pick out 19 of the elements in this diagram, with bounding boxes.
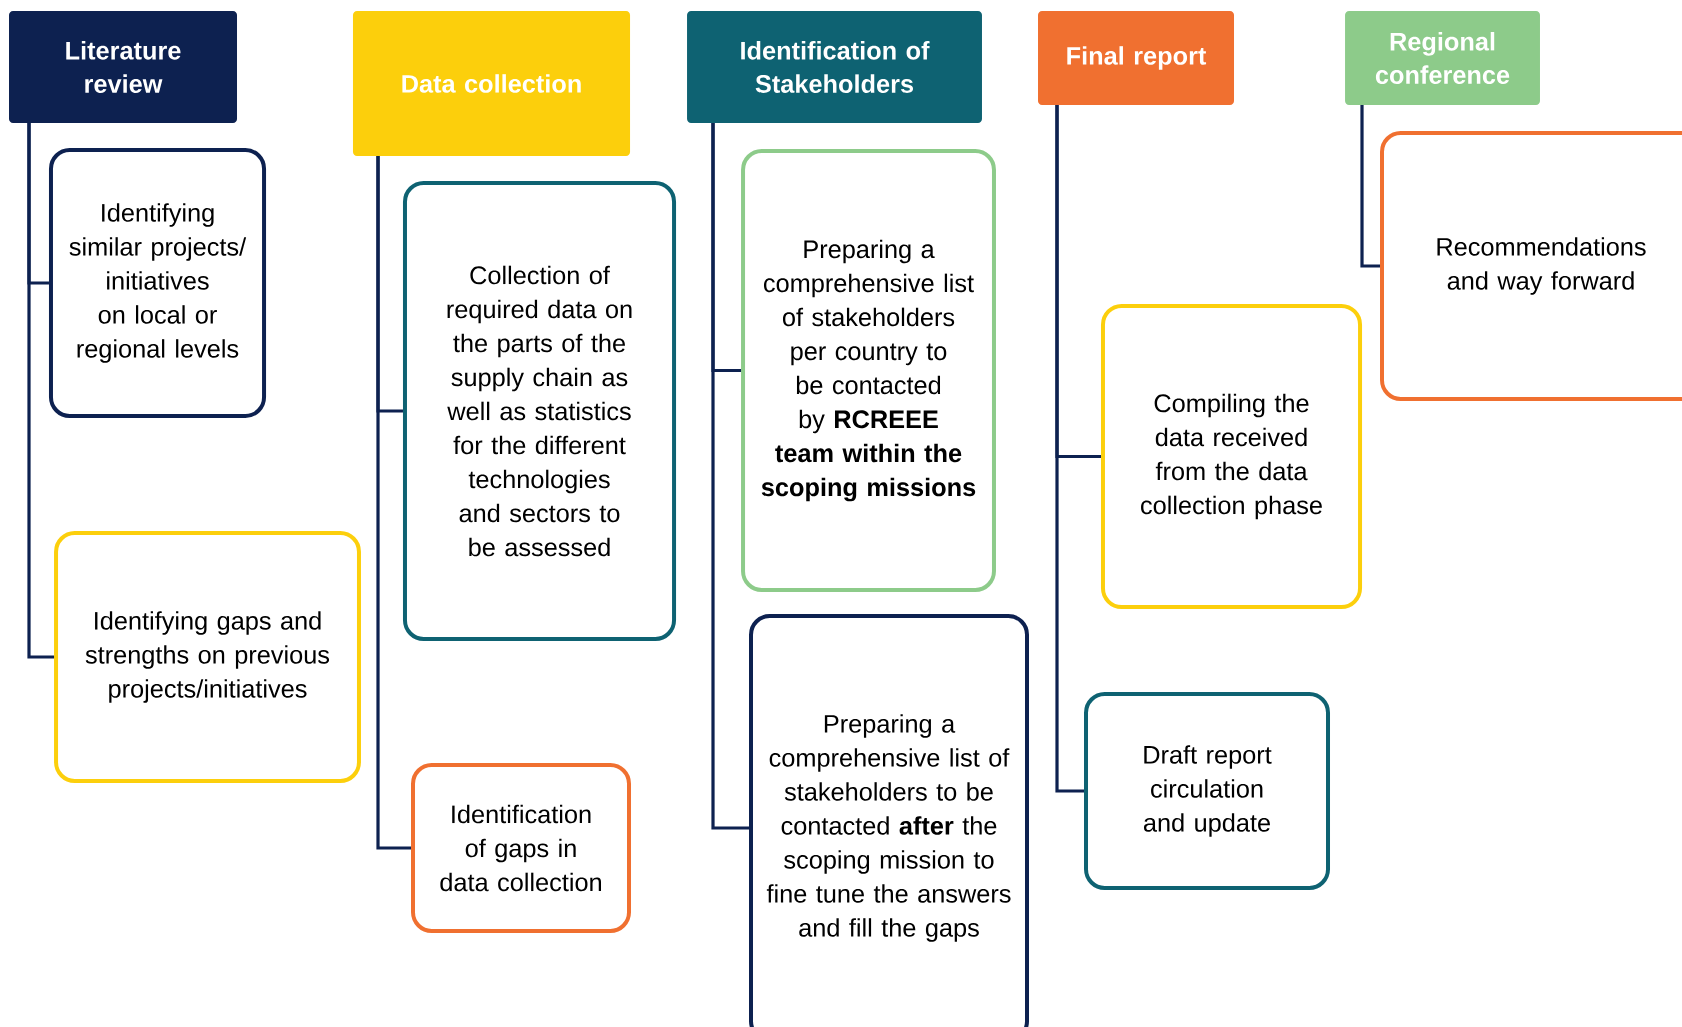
connector-line (1360, 105, 1380, 268)
task-box: Identifying similar projects/ initiatives on local or regional levels (48, 148, 267, 418)
connector-line (1055, 105, 1084, 793)
connector-line (376, 156, 411, 850)
task-box: Collection of required data on the parts of the supply chain as well as statistics for the different technologies and sectors to be assessed (402, 181, 677, 641)
phase-header: Final report (1038, 11, 1234, 105)
task-box: Identification of gaps in data collection (411, 763, 631, 933)
connector-line (27, 123, 55, 659)
phase-header: Data collection (352, 10, 631, 157)
task-box: Compiling the data received from the data collection phase (1100, 303, 1363, 610)
task-box: Recommendations and way forward (1380, 131, 1682, 401)
phase-header: Regional conference (1345, 11, 1540, 105)
phase-header: Identification of Stakeholders (687, 11, 982, 123)
task-box: Draft report circulation and update (1084, 692, 1330, 890)
connector-line (711, 123, 749, 830)
task-box: Identifying gaps and strengths on previous projects/initiatives (54, 531, 361, 783)
task-box: Preparing a comprehensive list of stakeholders per country to be contacted by RCREEE team within the scoping missions (741, 149, 996, 592)
task-box: Preparing a comprehensive list of stakeholders to be contacted after the scoping mission to fine tune the answers and fill the gaps (749, 614, 1029, 1027)
phase-header: Literature review (9, 11, 237, 123)
